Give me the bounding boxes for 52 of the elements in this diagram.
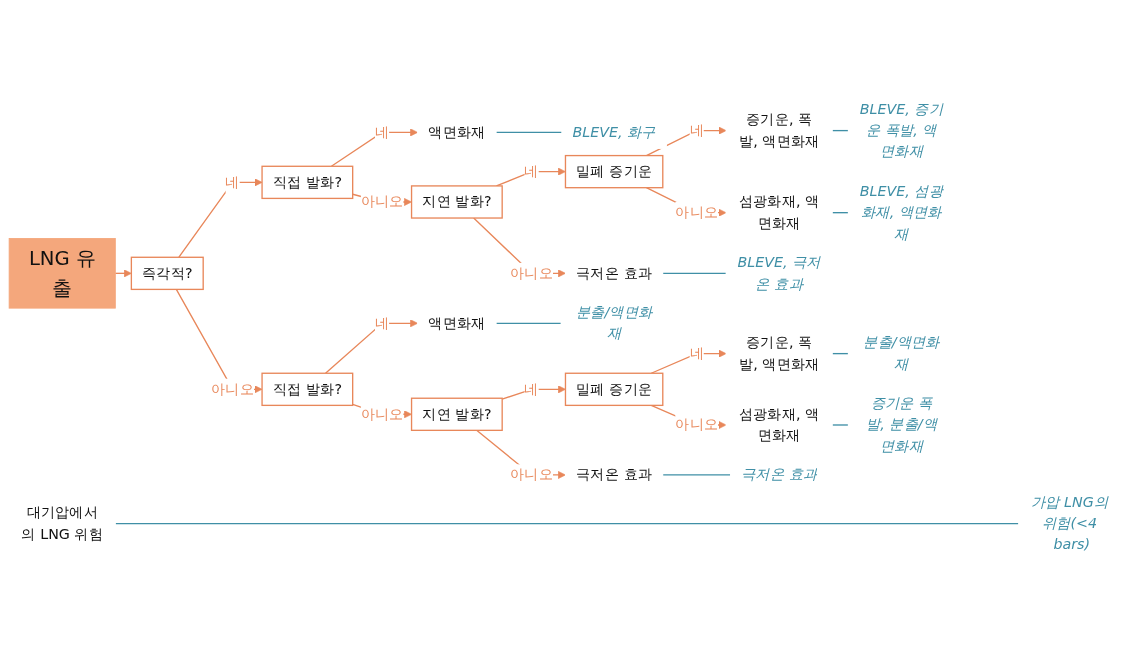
node-text: 액면화재 (428, 314, 486, 332)
node-text: 극저온 효과 (576, 465, 653, 483)
edge-label: 네 (524, 162, 539, 180)
node-box: 직접 발화? (261, 372, 354, 406)
node-box: 직접 발화? (261, 165, 354, 199)
node-text: 증기운, 폭발, 액면화재 (738, 110, 820, 150)
node-text: 증기운 폭발, 분출/액면화재 (865, 394, 937, 455)
node-text: BLEVE, 극저온 효과 (737, 253, 821, 292)
node-box: LNG 유출 (8, 238, 116, 309)
node-text: 섬광화재, 액면화재 (738, 192, 820, 232)
node-text: BLEVE, 섬광화재, 액면화재 (859, 182, 943, 243)
node-text: BLEVE, 화구 (572, 123, 656, 141)
arrow (650, 349, 727, 374)
node-text: 극저온 효과 (741, 465, 818, 483)
edge-label: 네 (225, 173, 240, 191)
edge-label: 아니오 (360, 405, 404, 423)
node-box: 밀폐 증기운 (564, 372, 664, 406)
node-text: 극저온 효과 (576, 264, 653, 282)
connector (495, 322, 562, 324)
edge-label: 네 (374, 314, 390, 332)
edge-label: 네 (689, 121, 704, 139)
node-text: 대기압에서의 LNG 위험 (21, 503, 104, 543)
edge-label: 아니오 (510, 264, 554, 282)
edge-label: 아니오 (675, 415, 719, 433)
node-text: 분출/액면화재 (863, 333, 940, 373)
edge-label: 네 (524, 380, 539, 398)
node-box: 지연 발화? (410, 185, 503, 219)
edge-label: 아니오 (675, 203, 719, 221)
connector (495, 131, 563, 133)
edge-label: 네 (689, 344, 704, 362)
arrow (501, 385, 566, 400)
node-box: 밀폐 증기운 (564, 154, 664, 189)
node-text: 액면화재 (428, 123, 486, 141)
arrow (114, 269, 132, 278)
edge-label: 아니오 (360, 192, 404, 210)
edge-label: 네 (374, 123, 390, 141)
connector (114, 522, 1020, 525)
connector (662, 474, 732, 476)
node-text: 가압 LNG의 위험(<4 bars) (1030, 493, 1109, 553)
edge-label: 아니오 (510, 465, 554, 483)
node-box: 즉각적? (130, 256, 204, 290)
node-text: 분출/액면화재 (576, 303, 653, 342)
node-box: 지연 발화? (410, 397, 503, 431)
node-text: BLEVE, 증기운 폭발, 액면화재 (859, 100, 943, 160)
arrow (324, 319, 418, 374)
arrow (178, 178, 263, 258)
edge-label: 아니오 (211, 380, 255, 398)
connector (662, 272, 727, 274)
connector (831, 424, 849, 426)
node-text: 증기운, 폭발, 액면화재 (738, 333, 820, 373)
arrow (330, 128, 418, 167)
node-text: 섬광화재, 액면화재 (738, 405, 820, 444)
